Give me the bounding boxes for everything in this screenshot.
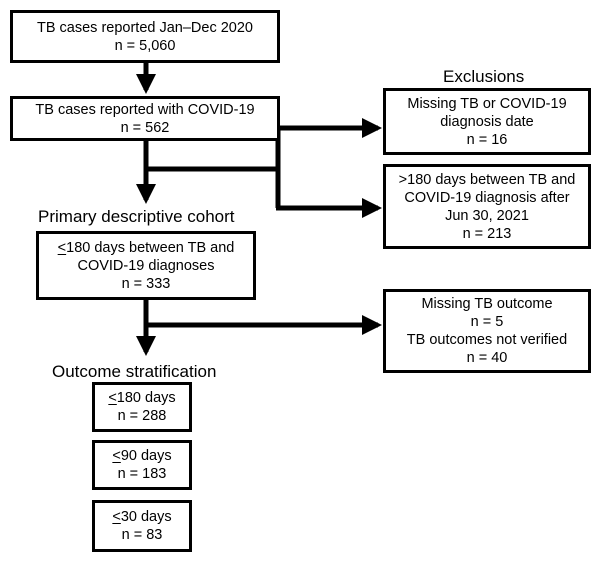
le-symbol: < (112, 509, 121, 525)
box-reported-covid-count: n = 562 (120, 119, 170, 136)
box-primary-cohort: <180 days between TB and COVID-19 diagno… (36, 231, 256, 300)
box-primary-cohort-count: n = 333 (121, 275, 171, 292)
box-reported-covid: TB cases reported with COVID-19 n = 562 (10, 96, 280, 141)
box-reported-2020: TB cases reported Jan–Dec 2020 n = 5,060 (10, 10, 280, 63)
label-exclusions: Exclusions (443, 67, 525, 86)
box-strat-30-label: <30 days (112, 509, 172, 525)
box-excl-missing-date-line1: Missing TB or COVID-19 (407, 95, 567, 112)
le-symbol: < (108, 390, 117, 406)
box-reported-2020-count: n = 5,060 (114, 37, 176, 54)
box-primary-cohort-line1: <180 days between TB and (57, 239, 235, 256)
box-excl-gt180-count: n = 213 (462, 225, 512, 242)
le-symbol: < (112, 448, 121, 464)
box-strat-180-count: n = 288 (117, 408, 167, 424)
box-excl-gt180: >180 days between TB and COVID-19 diagno… (383, 164, 591, 249)
label-primary-cohort: Primary descriptive cohort (38, 207, 235, 226)
box-reported-2020-line1: TB cases reported Jan–Dec 2020 (36, 19, 253, 36)
box-excl-gt180-line1: >180 days between TB and (398, 171, 576, 188)
box-excl-gt180-line2: COVID-19 diagnosis after (404, 189, 570, 206)
box-excl-gt180-line3: Jun 30, 2021 (445, 207, 529, 224)
box-excl-missing-date-count: n = 16 (466, 131, 508, 148)
box-excl-outcome-line1: Missing TB outcome (421, 296, 553, 312)
le-symbol: < (57, 239, 67, 256)
box-excl-outcome-count2: n = 40 (466, 350, 508, 366)
box-excl-outcome-line3: TB outcomes not verified (406, 332, 568, 348)
box-strat-180: <180 days n = 288 (92, 382, 192, 432)
box-strat-30: <30 days n = 83 (92, 500, 192, 552)
box-strat-90-label: <90 days (112, 448, 172, 464)
box-strat-90-count: n = 183 (117, 466, 167, 482)
box-excl-outcome: Missing TB outcome n = 5 TB outcomes not… (383, 289, 591, 373)
box-strat-30-count: n = 83 (121, 527, 163, 543)
box-excl-missing-date: Missing TB or COVID-19 diagnosis date n … (383, 88, 591, 155)
box-strat-180-label: <180 days (108, 390, 176, 406)
box-primary-cohort-line2: COVID-19 diagnoses (77, 257, 215, 274)
label-outcome-stratification: Outcome stratification (52, 362, 217, 381)
box-reported-covid-line1: TB cases reported with COVID-19 (35, 101, 255, 118)
box-strat-90: <90 days n = 183 (92, 440, 192, 490)
box-excl-missing-date-line2: diagnosis date (440, 113, 534, 130)
box-excl-outcome-count1: n = 5 (470, 314, 504, 330)
